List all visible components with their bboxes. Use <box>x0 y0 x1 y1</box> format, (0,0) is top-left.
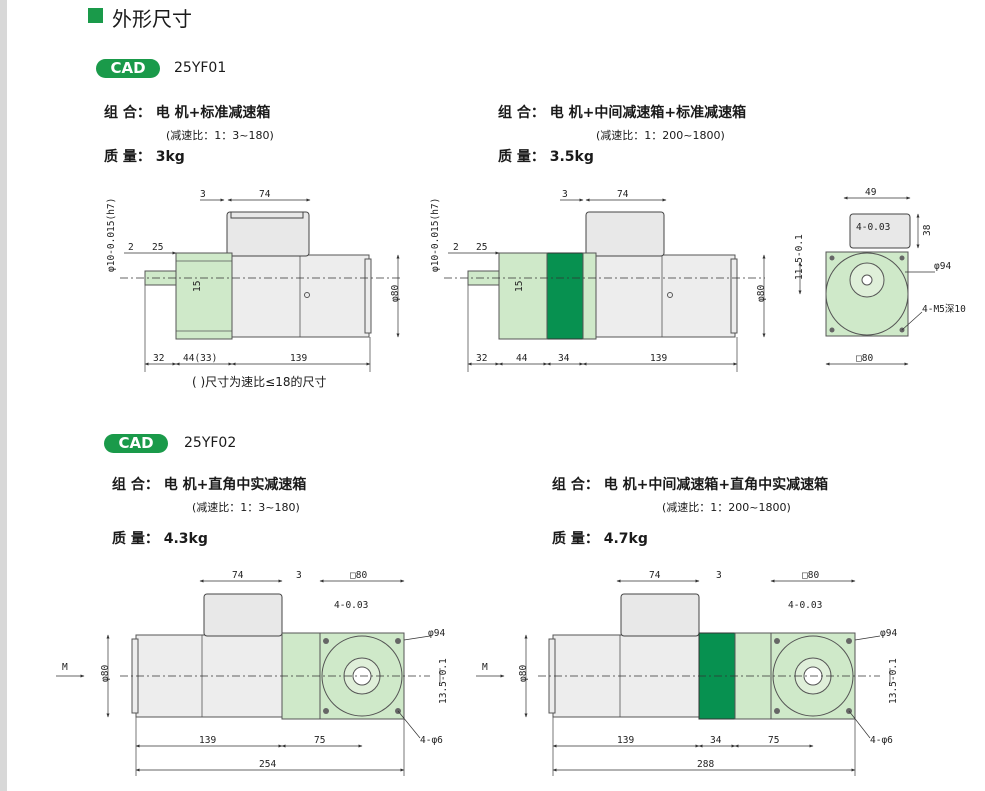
cad-badge-2[interactable]: CAD <box>104 434 168 453</box>
ratio-label-2b: (减速比：1：200~1800) <box>662 501 791 514</box>
terminal-box <box>620 593 700 637</box>
gearbox <box>498 252 548 340</box>
mass-label-1b: 质 量： 3.5kg <box>498 149 594 165</box>
dim-139: 139 <box>617 735 634 746</box>
dim-screw: 4-M5深10 <box>922 304 966 315</box>
dim-4: 4-0.03 <box>334 600 368 611</box>
dim-3: 3 <box>562 189 568 200</box>
motor-body <box>231 254 370 338</box>
drawing-25yf01-intermediate: 3 74 2 25 15 32 44 34 139 φ80 φ10-0.015(… <box>430 189 767 372</box>
dim-holes: 4-φ6 <box>420 735 443 746</box>
dim-2: 2 <box>453 242 459 253</box>
combo-label-1a: 组 合： 电 机+标准减速箱 <box>104 105 271 121</box>
dim-49: 49 <box>865 187 877 198</box>
dim-44: 44(33) <box>183 353 217 364</box>
terminal-box <box>585 211 665 257</box>
dim-phi94: φ94 <box>428 628 445 639</box>
dim-holes: 4-φ6 <box>870 735 893 746</box>
dim-139: 139 <box>290 353 307 364</box>
dim-32: 32 <box>153 353 164 364</box>
dim-74: 74 <box>232 570 244 581</box>
dim-4: 4-0.03 <box>788 600 822 611</box>
dim-15: 15 <box>514 281 525 292</box>
dim-25: 25 <box>476 242 487 253</box>
title-square-icon <box>88 8 103 23</box>
dim-34: 34 <box>558 353 570 364</box>
dim-74: 74 <box>259 189 271 200</box>
dim-phi80: φ80 <box>756 285 767 302</box>
dim-phi94: φ94 <box>880 628 897 639</box>
ratio-label-1a: (减速比：1：3~180) <box>166 129 274 142</box>
terminal-box <box>203 593 283 637</box>
dim-74: 74 <box>649 570 661 581</box>
dim-139: 139 <box>650 353 667 364</box>
model-name-1: 25YF01 <box>174 60 227 76</box>
dim-shaft: φ10-0.015(h7) <box>106 198 117 272</box>
dim-4: 4-0.03 <box>856 222 890 233</box>
label-M: M <box>482 662 488 673</box>
dim-74: 74 <box>617 189 629 200</box>
dim-phi80: φ80 <box>390 285 401 302</box>
dim-32: 32 <box>476 353 487 364</box>
dim-75: 75 <box>314 735 325 746</box>
drawing-25yf01-end-view: 49 4-0.03 38 11.5-0.1 φ94 4-M5深10 □80 <box>794 187 966 366</box>
dim-15: 15 <box>192 281 203 292</box>
dim-34: 34 <box>710 735 722 746</box>
dim-13-5: 13.5-0.1 <box>438 658 449 704</box>
ratio-label-1b: (减速比：1：200~1800) <box>596 129 725 142</box>
dim-sq80: □80 <box>350 570 367 581</box>
intermediate-gearbox <box>546 252 584 340</box>
dim-phi80: φ80 <box>518 665 529 682</box>
dim-total: 254 <box>259 759 276 770</box>
dim-38: 38 <box>922 224 933 236</box>
dim-shaft: φ10-0.015(h7) <box>430 198 441 272</box>
dim-75: 75 <box>768 735 779 746</box>
dim-25: 25 <box>152 242 163 253</box>
terminal-box <box>849 213 911 249</box>
dim-139: 139 <box>199 735 216 746</box>
gearbox <box>175 252 233 340</box>
ratio-note: ( )尺寸为速比≤18的尺寸 <box>192 375 327 389</box>
dim-sq80: □80 <box>802 570 819 581</box>
dim-13-5: 13.5-0.1 <box>888 658 899 704</box>
terminal-box <box>226 211 310 257</box>
ratio-label-2a: (减速比：1：3~180) <box>192 501 300 514</box>
dim-3: 3 <box>296 570 302 581</box>
mass-label-2a: 质 量： 4.3kg <box>112 531 208 547</box>
drawing-25yf02-intermediate: 74 3 □80 4-0.03 φ94 M φ80 139 34 75 288 … <box>476 570 899 776</box>
cad-badge-1[interactable]: CAD <box>96 59 160 78</box>
combo-label-2b: 组 合： 电 机+中间减速箱+直角中实减速箱 <box>552 477 829 493</box>
drawing-25yf01-standard: 3 74 2 25 15 32 44(33) 139 φ80 φ10-0.015… <box>106 189 401 372</box>
dim-3: 3 <box>716 570 722 581</box>
label-M: M <box>62 662 68 673</box>
dim-3: 3 <box>200 189 206 200</box>
dim-total: 288 <box>697 759 714 770</box>
motor-body <box>595 254 736 338</box>
model-name-2: 25YF02 <box>184 435 237 451</box>
page-title: 外形尺寸 <box>112 7 192 31</box>
combo-label-2a: 组 合： 电 机+直角中实减速箱 <box>112 477 307 493</box>
dim-phi80: φ80 <box>100 665 111 682</box>
dim-sq80: □80 <box>856 353 873 364</box>
combo-label-1b: 组 合： 电 机+中间减速箱+标准减速箱 <box>498 105 747 121</box>
dim-44: 44 <box>516 353 528 364</box>
dim-phi94: φ94 <box>934 261 951 272</box>
mass-label-1a: 质 量： 3kg <box>104 149 185 165</box>
drawing-25yf02-right-angle: 74 3 □80 4-0.03 φ94 M φ80 139 75 254 13.… <box>56 570 449 776</box>
motor-body <box>135 634 283 718</box>
mass-label-2b: 质 量： 4.7kg <box>552 531 648 547</box>
dim-2: 2 <box>128 242 134 253</box>
left-margin-bar <box>0 0 7 791</box>
dim-11-5: 11.5-0.1 <box>794 234 805 280</box>
